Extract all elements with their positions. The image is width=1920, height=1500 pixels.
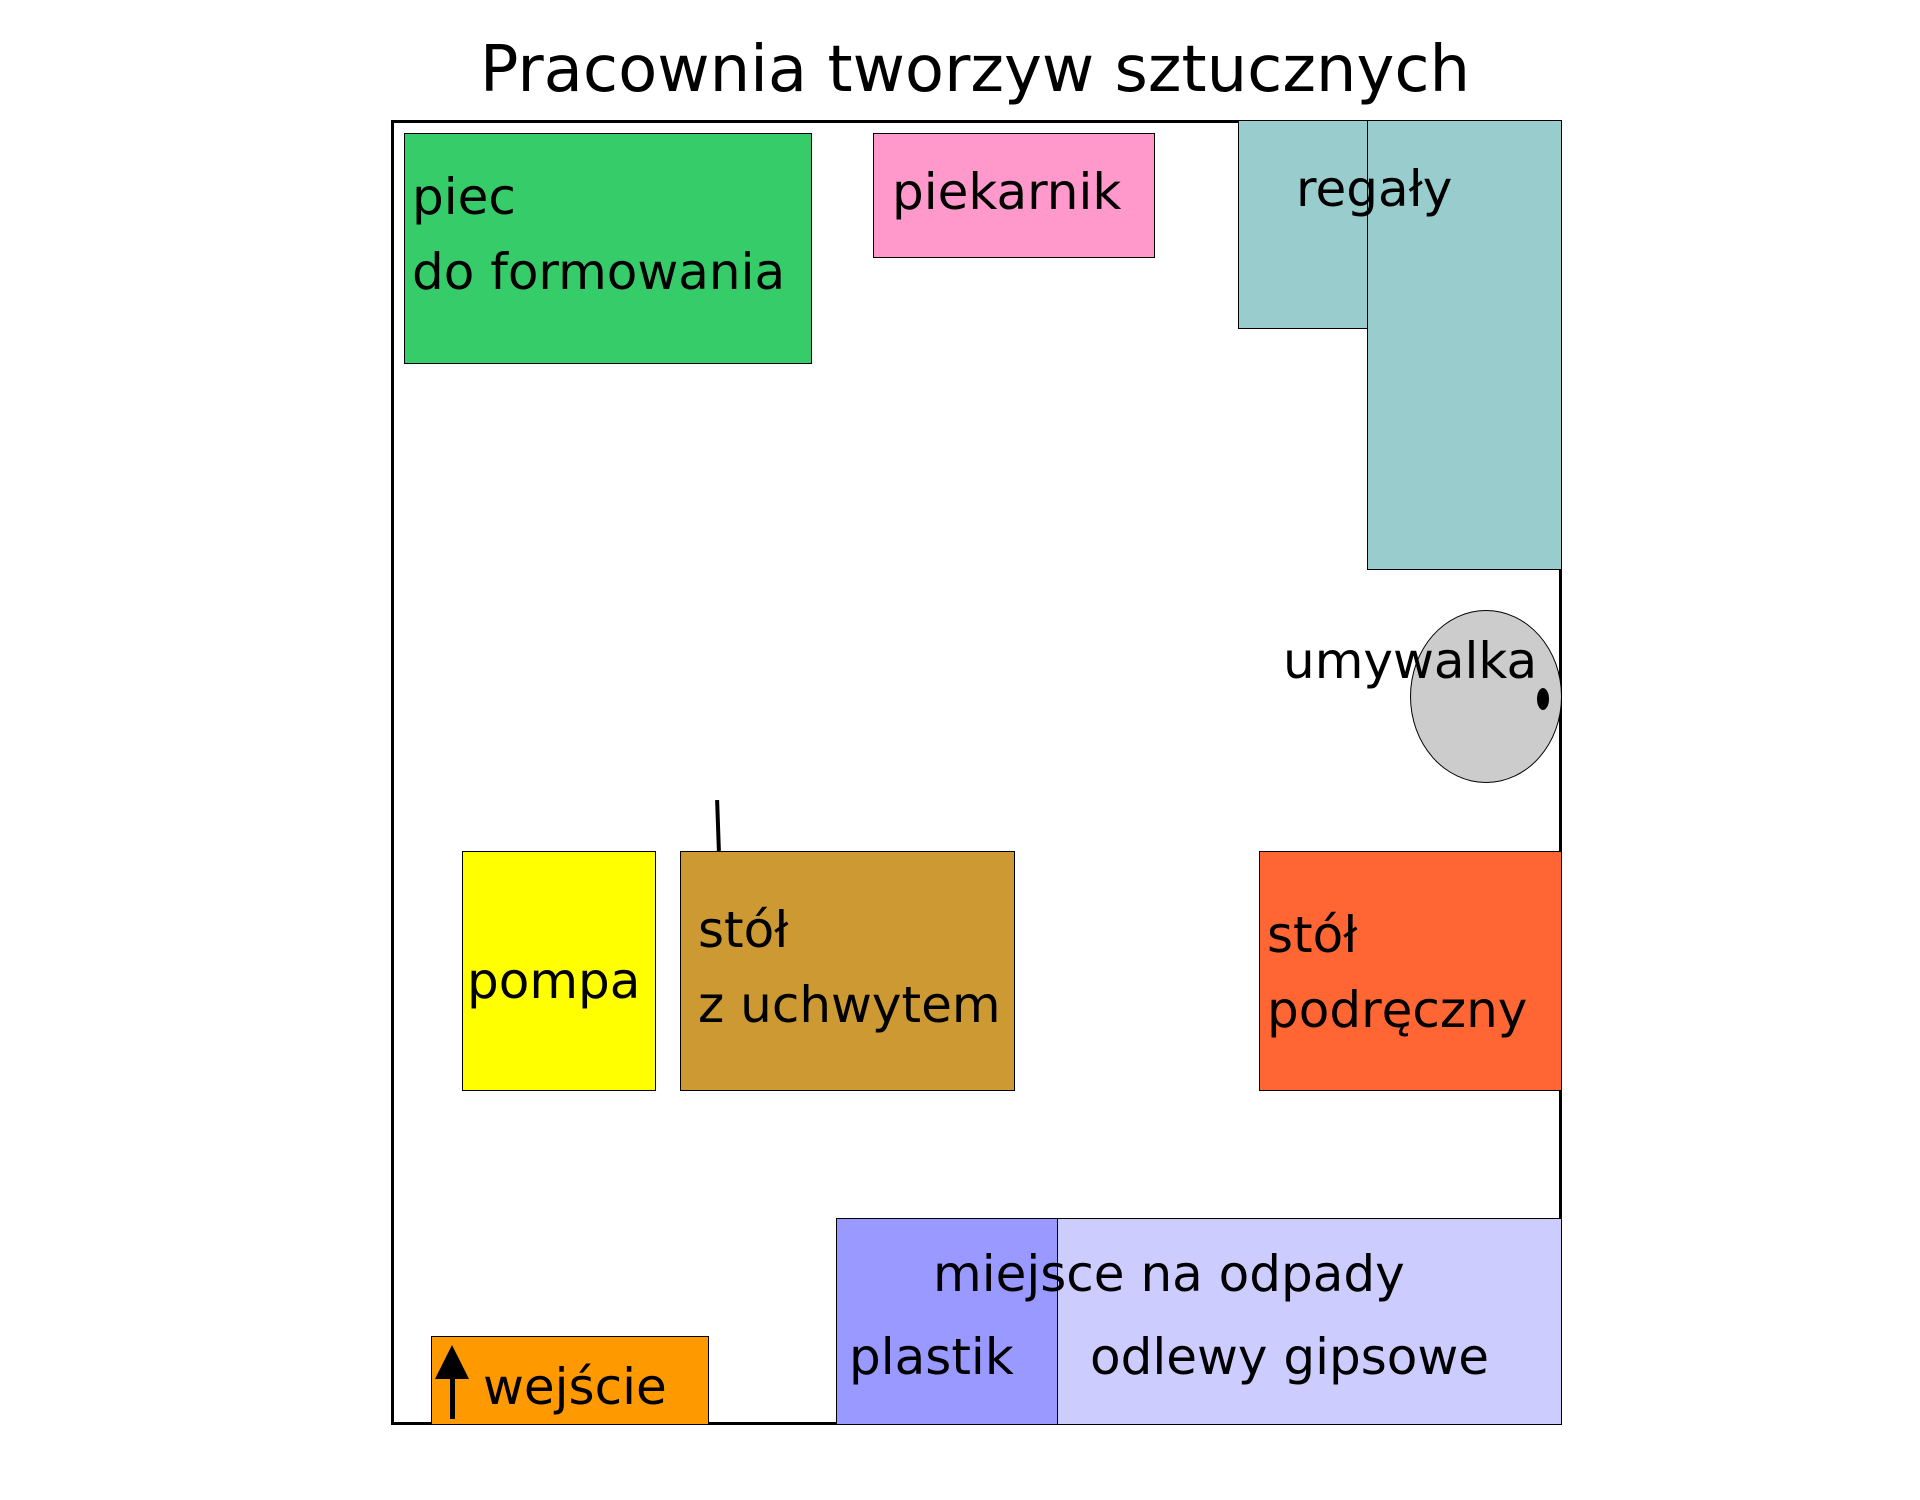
diagram-title: Pracownia tworzyw sztucznych	[479, 33, 1471, 107]
baking-oven	[873, 133, 1155, 258]
side-table-label-line1: stół	[1267, 906, 1358, 964]
entrance-label: wejście	[483, 1358, 667, 1416]
waste-plastic-label: plastik	[849, 1328, 1014, 1386]
shelves-label: regały	[1296, 160, 1453, 218]
forming-oven	[404, 133, 812, 364]
forming-oven-label-line2: do formowania	[412, 243, 786, 301]
waste-area-label: miejsce na odpady	[933, 1245, 1405, 1303]
pump-label: pompa	[467, 952, 641, 1010]
entrance-arrow-shaft	[450, 1377, 455, 1419]
waste-plastic-area	[836, 1218, 1059, 1425]
baking-oven-label: piekarnik	[892, 163, 1122, 221]
sink-label: umywalka	[1283, 632, 1538, 690]
entrance	[431, 1336, 709, 1425]
shelves-large	[1367, 120, 1562, 570]
table-with-holder	[680, 851, 1015, 1091]
waste-gypsum-label: odlewy gipsowe	[1090, 1328, 1490, 1386]
sink	[1410, 610, 1562, 783]
side-table	[1259, 851, 1562, 1091]
waste-gypsum-area	[1057, 1218, 1562, 1425]
entrance-arrow-icon	[435, 1345, 469, 1379]
pump	[462, 851, 656, 1091]
sink-drain	[1537, 688, 1549, 710]
side-table-label-line2: podręczny	[1267, 981, 1528, 1039]
forming-oven-label-line1: piec	[412, 168, 516, 226]
table-with-holder-label-line1: stół	[698, 901, 789, 959]
table-with-holder-label-line2: z uchwytem	[698, 976, 1001, 1034]
